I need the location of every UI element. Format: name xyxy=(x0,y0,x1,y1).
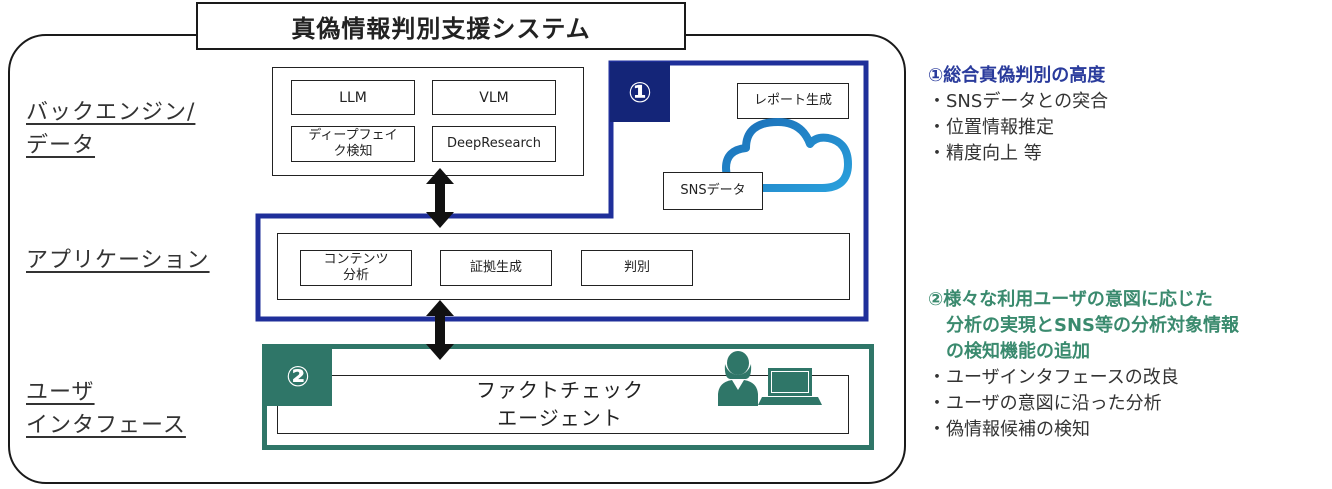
layer-label-ui: ユーザ インタフェース xyxy=(26,380,186,438)
cloud-icon xyxy=(722,118,852,192)
layer-label-backend: バックエンジン/ データ xyxy=(26,100,196,158)
layer-label-application: アプリケーション xyxy=(26,248,210,273)
content-analysis-module: コンテンツ 分析 xyxy=(300,250,412,286)
right-panel-section-1: ①総合真偽判別の高度 ・SNSデータとの突合 ・位置情報推定 ・精度向上 等 xyxy=(928,63,1328,167)
section-1-bullet: ・SNSデータとの突合 xyxy=(928,91,1109,112)
section-2-heading: ②様々な利用ユーザの意図に応じた 分析の実現とSNS等の分析対象情報 の検知機能… xyxy=(928,289,1239,362)
deepfake-detection-module: ディープフェイ ク検知 xyxy=(291,126,415,162)
sns-data-box: SNSデータ xyxy=(663,172,763,210)
vlm-module: VLM xyxy=(432,80,556,115)
section-2-bullet: ・ユーザの意図に沿った分析 xyxy=(928,393,1162,414)
llm-module: LLM xyxy=(291,80,415,115)
user-at-laptop-icon xyxy=(718,351,822,406)
section-1-bullet: ・位置情報推定 xyxy=(928,117,1054,138)
report-generation-box: レポート生成 xyxy=(737,83,849,119)
evidence-generation-module: 証拠生成 xyxy=(440,250,552,286)
system-title: 真偽情報判別支援システム xyxy=(196,2,686,50)
section-1-bullet: ・精度向上 等 xyxy=(928,143,1042,164)
deepresearch-module: DeepResearch xyxy=(432,126,556,162)
section-2-bullet: ・ユーザインタフェースの改良 xyxy=(928,367,1179,388)
double-arrow-backend-application xyxy=(426,168,454,228)
double-arrow-application-ui xyxy=(426,300,454,360)
right-panel-section-2: ②様々な利用ユーザの意図に応じた 分析の実現とSNS等の分析対象情報 の検知機能… xyxy=(928,287,1332,443)
section-1-heading: ①総合真偽判別の高度 xyxy=(928,65,1106,86)
badge-2: ② xyxy=(264,346,332,406)
section-2-bullet: ・偽情報候補の検知 xyxy=(928,419,1090,440)
fact-check-agent-label: ファクトチェック エージェント xyxy=(476,378,644,430)
judgement-module: 判別 xyxy=(581,250,693,286)
badge-1: ① xyxy=(610,62,670,122)
